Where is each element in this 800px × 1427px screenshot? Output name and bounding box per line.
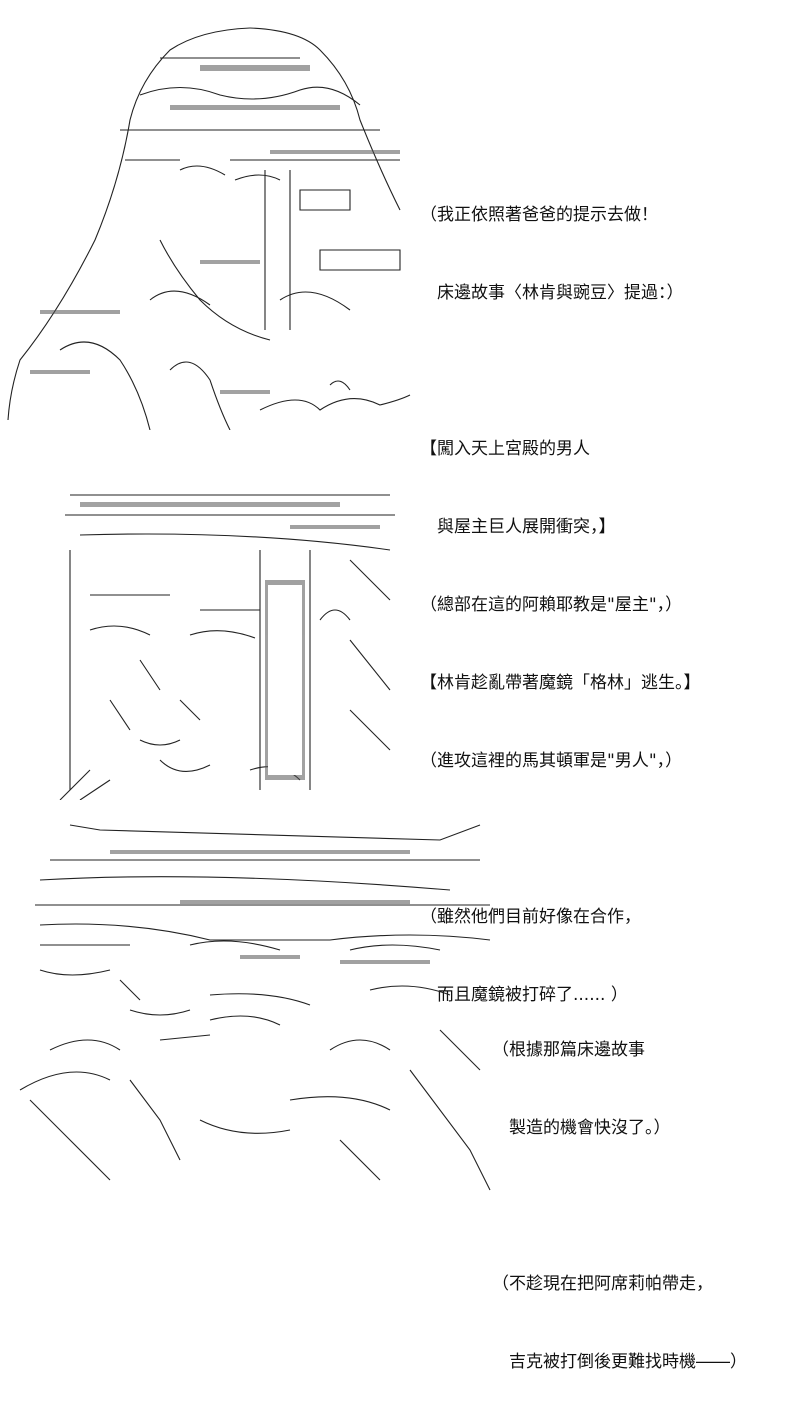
dialog-line: 與屋主巨人展開衝突，】	[420, 517, 616, 537]
ascii-art-girl-portrait	[0, 10, 420, 430]
panel-3: （根據那篇床邊故事 製造的機會快沒了。） （不趁現在把阿席莉帕帶走， 吉克被打倒…	[0, 815, 800, 1372]
dialog-line: 製造的機會快沒了。）	[492, 1118, 671, 1138]
ascii-art-man-face	[10, 820, 500, 1195]
panel-3-dialog: （根據那篇床邊故事 製造的機會快沒了。） （不趁現在把阿席莉帕帶走， 吉克被打倒…	[492, 985, 747, 1427]
dialog-line: 床邊故事〈林肯與豌豆〉提過：）	[420, 283, 684, 303]
panel-1-dialog: （我正依照著爸爸的提示去做！ 床邊故事〈林肯與豌豆〉提過：） 【闖入天上宮殿的男…	[420, 150, 701, 748]
dialog-line: （進攻這裡的馬其頓軍是"男人"，）	[420, 751, 683, 771]
dialog-line	[492, 1193, 747, 1219]
dialog-line: （根據那篇床邊故事	[492, 1040, 645, 1060]
dialog-line: 【林肯趁亂帶著魔鏡「格林」逃生。】	[420, 673, 701, 693]
panel-1: （我正依照著爸爸的提示去做！ 床邊故事〈林肯與豌豆〉提過：） 【闖入天上宮殿的男…	[0, 0, 800, 693]
dialog-line	[420, 670, 682, 696]
dialog-line: （雖然他們目前好像在合作，	[420, 907, 641, 927]
dialog-line: 【闖入天上宮殿的男人	[420, 439, 590, 459]
dialog-line: 吉克被打倒後更難找時機――）	[492, 1352, 747, 1372]
panel-2-dialog: （總部在這的阿賴耶教是"屋主"，） （進攻這裡的馬其頓軍是"男人"，） （雖然他…	[420, 540, 682, 1060]
panel-2: （總部在這的阿賴耶教是"屋主"，） （進攻這裡的馬其頓軍是"男人"，） （雖然他…	[0, 480, 800, 1005]
ascii-art-boy-face	[50, 490, 410, 800]
dialog-line	[420, 358, 701, 384]
dialog-line: （不趁現在把阿席莉帕帶走，	[492, 1274, 713, 1294]
dialog-line: 而且魔鏡被打碎了...... ）	[420, 985, 628, 1005]
dialog-line: （我正依照著爸爸的提示去做！	[420, 205, 658, 225]
dialog-line: （總部在這的阿賴耶教是"屋主"，）	[420, 595, 683, 615]
